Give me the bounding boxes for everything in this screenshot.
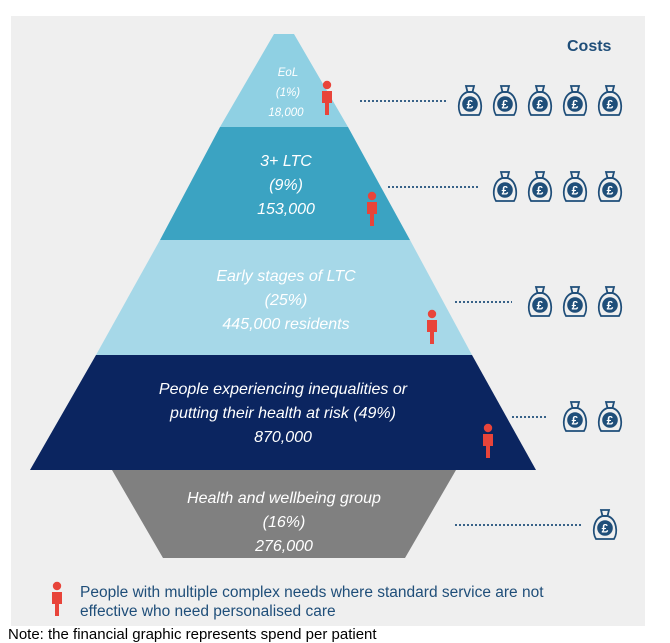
tier-inequalities-name-line2: putting their health at risk (49%) — [169, 405, 396, 422]
money-bag-icon — [527, 286, 553, 317]
money-bag-icon — [457, 85, 483, 116]
money-bag-icon — [597, 286, 623, 317]
tier-eol — [220, 34, 348, 127]
money-bag-icon — [562, 401, 588, 432]
tier-inequalities-name-line1: People experiencing inequalities or — [159, 381, 408, 398]
money-bag-icon — [492, 85, 518, 116]
tier-early-ltc-share: (25%) — [265, 292, 308, 309]
tier-eol-count: 18,000 — [268, 107, 304, 119]
note-text: Note: the financial graphic represents s… — [8, 626, 377, 643]
tier-3plus-ltc-share: (9%) — [269, 177, 303, 194]
money-bag-icon — [527, 171, 553, 202]
tier-3plus-ltc-name: 3+ LTC — [260, 153, 312, 170]
tier-inequalities — [30, 355, 536, 470]
tier-early-ltc — [96, 240, 472, 355]
tier-early-ltc-count: 445,000 residents — [222, 316, 349, 333]
tier-3plus-ltc-count: 153,000 — [257, 201, 315, 218]
costs-title: Costs — [567, 38, 612, 55]
tier-3plus-ltc — [160, 127, 410, 240]
money-bag-icon — [597, 401, 623, 432]
tier-health-wellbeing — [112, 470, 456, 558]
money-bag-icon — [562, 171, 588, 202]
money-bag-icon — [562, 85, 588, 116]
tier-inequalities-count: 870,000 — [254, 429, 312, 446]
money-bag-icon — [562, 286, 588, 317]
tier-eol-name: EoL — [278, 67, 298, 79]
tier-health-wellbeing-name: Health and wellbeing group — [187, 490, 381, 507]
tier-health-wellbeing-share: (16%) — [263, 514, 306, 531]
money-bag-icon — [527, 85, 553, 116]
tier-health-wellbeing-count: 276,000 — [254, 538, 313, 555]
tier-eol-share: (1%) — [276, 87, 300, 99]
money-bag-icon — [592, 509, 618, 540]
money-bag-icon — [597, 171, 623, 202]
money-bag-icon — [597, 85, 623, 116]
tier-early-ltc-name: Early stages of LTC — [216, 268, 356, 285]
legend-text: People with multiple complex needs where… — [80, 584, 544, 620]
legend-person-icon — [52, 581, 62, 616]
money-bag-icon — [492, 171, 518, 202]
